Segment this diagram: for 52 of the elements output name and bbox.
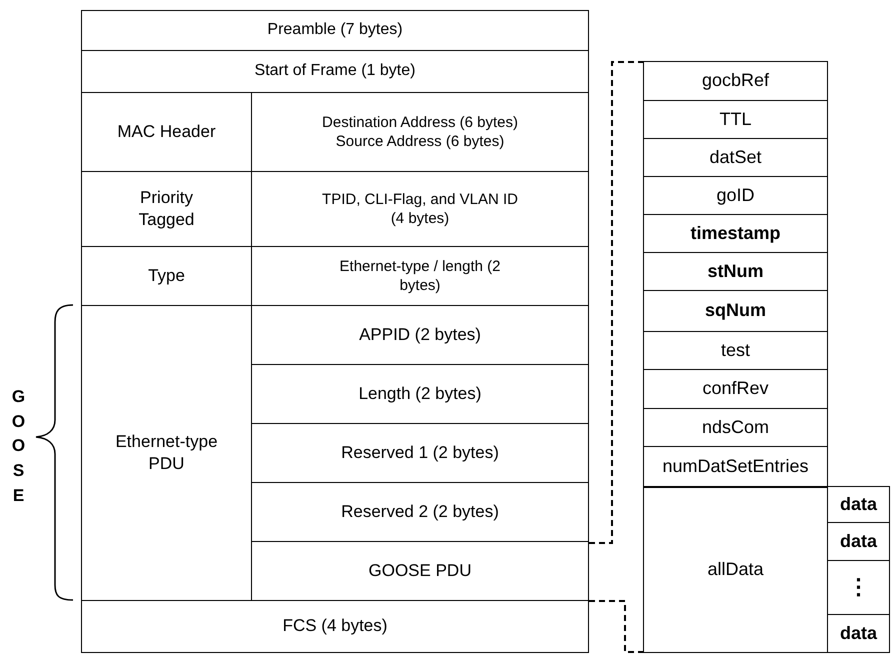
field-label: confRev (702, 377, 769, 400)
field-cell (643, 486, 828, 653)
field-label: Destination Address (6 bytes) (322, 112, 518, 132)
field-cell (827, 614, 890, 653)
field-cell (643, 61, 828, 101)
field-cell (643, 369, 828, 409)
field-label: MAC Header (117, 120, 216, 143)
field-label: ⋮ (848, 573, 870, 602)
field-label: Type (148, 264, 185, 287)
field-label: numDatSetEntries (662, 455, 809, 478)
field-label: goID (716, 184, 755, 207)
field-label: Start of Frame (1 byte) (254, 61, 416, 82)
dashed-bracket-line (589, 61, 643, 544)
dashed-bracket-line (589, 600, 643, 653)
field-label: data (840, 492, 877, 516)
field-label: Priority Tagged (138, 186, 196, 231)
field-label: gocbRef (702, 69, 770, 92)
field-label: Source Address (6 bytes) (336, 132, 504, 152)
field-label: timestamp (690, 222, 781, 245)
field-cell (643, 138, 828, 177)
field-cell (643, 290, 828, 332)
field-label: data (840, 622, 877, 645)
field-label: ndsCom (702, 416, 770, 439)
field-cell (827, 486, 890, 523)
field-label: TTL (719, 108, 752, 131)
field-label: allData (707, 558, 764, 581)
field-cell (643, 252, 828, 291)
field-label: stNum (707, 260, 764, 283)
field-cell (643, 176, 828, 215)
field-row (81, 600, 589, 653)
field-cell (643, 446, 828, 488)
field-cell (643, 408, 828, 447)
field-label: Reserved 1 (2 bytes) (341, 442, 499, 464)
field-label: Ethernet-type / length (2 bytes) (338, 256, 502, 296)
field-label: Reserved 2 (2 bytes) (341, 500, 499, 523)
field-label: data (840, 530, 877, 553)
field-label: Length (2 bytes) (358, 382, 482, 405)
field-row (81, 50, 589, 93)
field-label: sqNum (704, 299, 766, 322)
field-cell (643, 331, 828, 370)
vertical-label: GOOSE (10, 386, 26, 507)
field-label: APPID (2 bytes) (359, 324, 481, 346)
field-label: TPID, CLI-Flag, and VLAN ID (4 bytes) (321, 190, 519, 228)
field-cell (643, 100, 828, 139)
field-cell (643, 214, 828, 253)
field-row (81, 10, 589, 51)
field-label: Ethernet-type PDU (114, 430, 219, 475)
field-label: FCS (4 bytes) (282, 615, 388, 638)
field-label: datSet (709, 146, 762, 169)
field-label: GOOSE PDU (368, 560, 472, 582)
field-label: test (720, 338, 750, 362)
field-label: Preamble (7 bytes) (267, 20, 403, 40)
